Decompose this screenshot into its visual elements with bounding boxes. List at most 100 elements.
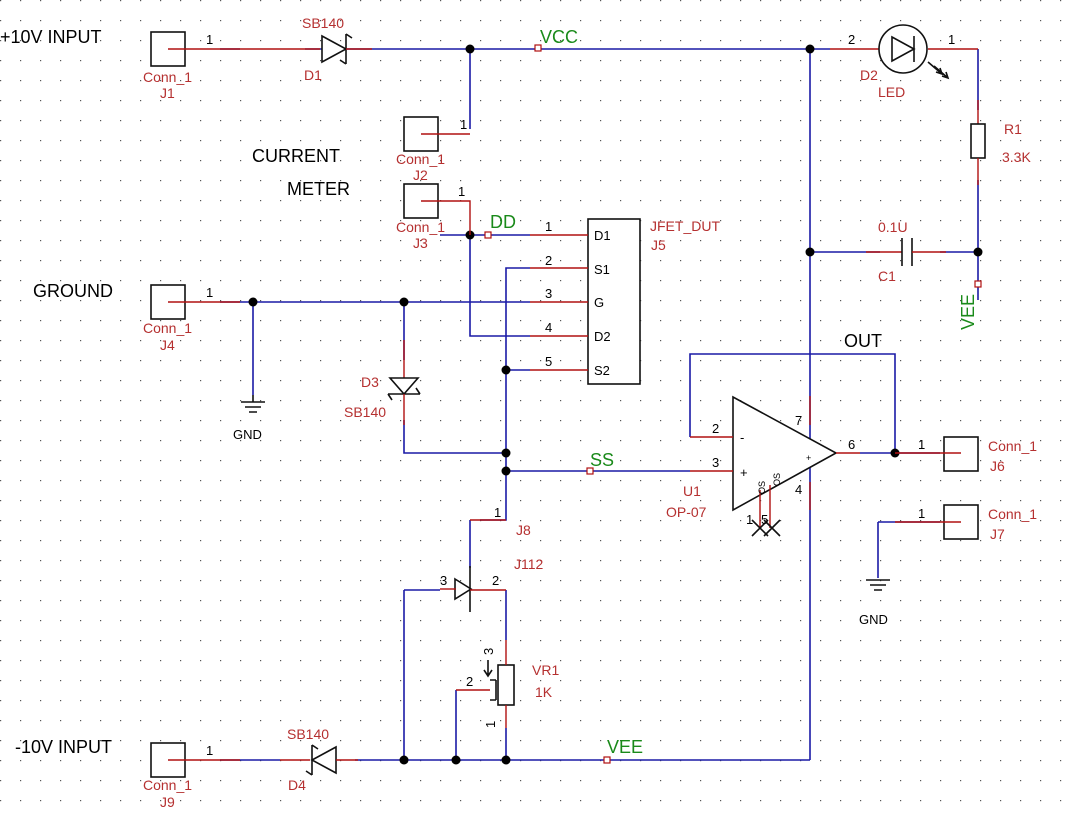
svg-text:J112: J112: [514, 556, 544, 572]
svg-text:1: 1: [494, 505, 501, 520]
svg-text:J6: J6: [990, 458, 1005, 474]
svg-text:3: 3: [440, 573, 447, 588]
label-out: OUT: [844, 331, 882, 351]
svg-text:JFET_DUT: JFET_DUT: [650, 218, 720, 234]
text-labels: +10V INPUT CURRENT METER GROUND OUT -10V…: [0, 27, 978, 757]
svg-text:Conn_1: Conn_1: [143, 69, 192, 85]
svg-text:Conn_1: Conn_1: [396, 219, 445, 235]
svg-text:J8: J8: [516, 522, 531, 538]
svg-text:D3: D3: [361, 374, 379, 390]
svg-text:2: 2: [848, 32, 855, 47]
diode-d3: D3 SB140: [344, 340, 421, 425]
svg-text:6: 6: [848, 437, 855, 452]
svg-text:Conn_1: Conn_1: [143, 320, 192, 336]
svg-text:4: 4: [795, 482, 802, 497]
svg-text:S1: S1: [594, 262, 610, 277]
svg-text:D1: D1: [304, 67, 322, 83]
svg-text:OP-07: OP-07: [666, 504, 707, 520]
jfet-j8: 1 2 3 J8 J112: [440, 505, 544, 612]
diode-d4: SB140 D4: [280, 726, 358, 793]
svg-text:S2: S2: [594, 363, 610, 378]
svg-text:2: 2: [712, 421, 719, 436]
connector-j9: 1 Conn_1 J9: [143, 742, 240, 810]
svg-text:GND: GND: [859, 612, 888, 627]
svg-text:1: 1: [746, 512, 753, 527]
jfet-dut-j5: 1 2 3 4 5 D1 S1 G D2 S2 JFET_DUT J5: [530, 218, 720, 385]
svg-text:2: 2: [466, 674, 473, 689]
connector-j4: 1 Conn_1 J4: [143, 284, 240, 353]
svg-text:2: 2: [545, 253, 552, 268]
capacitor-c1: 0.1U C1: [866, 219, 946, 284]
svg-text:J1: J1: [160, 85, 175, 101]
net-tags: [484, 44, 982, 764]
svg-text:1: 1: [206, 743, 213, 758]
svg-text:1: 1: [948, 32, 955, 47]
svg-text:D2: D2: [860, 67, 878, 83]
svg-text:OS: OS: [757, 481, 767, 494]
svg-text:2: 2: [492, 573, 499, 588]
resistor-r1: R1 3.3K: [970, 100, 1031, 185]
svg-text:1: 1: [206, 285, 213, 300]
label-plus10v: +10V INPUT: [0, 27, 102, 47]
svg-text:3: 3: [545, 286, 552, 301]
svg-text:1: 1: [918, 506, 925, 521]
connector-j1: 1 Conn_1 J1: [143, 31, 240, 101]
connector-j7: 1 Conn_1 J7: [895, 504, 1037, 542]
gnd-symbol-1: GND: [233, 395, 265, 442]
svg-text:Conn_1: Conn_1: [396, 151, 445, 167]
svg-text:1: 1: [545, 219, 552, 234]
connector-j2: 1 Conn_1 J2: [396, 116, 470, 183]
svg-text:GND: GND: [233, 427, 262, 442]
svg-text:U1: U1: [683, 483, 701, 499]
svg-text:Conn_1: Conn_1: [988, 438, 1037, 454]
net-vee-bottom: VEE: [607, 737, 643, 757]
svg-text:J7: J7: [990, 526, 1005, 542]
svg-text:Conn_1: Conn_1: [143, 777, 192, 793]
svg-text:1K: 1K: [535, 684, 553, 700]
svg-text:Conn_1: Conn_1: [988, 506, 1037, 522]
label-current: CURRENT: [252, 146, 340, 166]
svg-text:3: 3: [712, 455, 719, 470]
svg-text:1: 1: [206, 32, 213, 47]
svg-text:SB140: SB140: [287, 726, 329, 742]
svg-text:SB140: SB140: [344, 404, 386, 420]
svg-text:3: 3: [481, 648, 496, 655]
svg-text:D1: D1: [594, 228, 611, 243]
svg-text:J5: J5: [651, 237, 666, 253]
connector-j6: 1 Conn_1 J6: [895, 436, 1037, 474]
svg-text:-: -: [740, 430, 744, 445]
led-d2: 2 1 D2 LED: [830, 24, 978, 100]
svg-text:SB140: SB140: [302, 15, 344, 31]
svg-text:1: 1: [483, 721, 498, 728]
svg-text:1: 1: [918, 437, 925, 452]
svg-text:G: G: [594, 295, 604, 310]
svg-text:R1: R1: [1004, 121, 1022, 137]
potentiometer-vr1: 3 2 1 VR1 1K: [456, 640, 559, 728]
svg-text:OS: OS: [772, 473, 782, 486]
net-vcc: VCC: [540, 27, 578, 47]
svg-text:J2: J2: [413, 167, 428, 183]
svg-text:D2: D2: [594, 329, 611, 344]
label-meter: METER: [287, 179, 350, 199]
svg-text:4: 4: [545, 320, 552, 335]
svg-text:VR1: VR1: [532, 662, 559, 678]
svg-text:5: 5: [761, 512, 768, 527]
label-ground: GROUND: [33, 281, 113, 301]
svg-text:+: +: [806, 453, 811, 463]
svg-text:3.3K: 3.3K: [1002, 149, 1031, 165]
net-ss: SS: [590, 450, 614, 470]
svg-text:LED: LED: [878, 84, 905, 100]
connector-j3: 1 Conn_1 J3: [396, 183, 471, 251]
diode-d1: SB140 D1: [240, 15, 372, 83]
svg-text:C1: C1: [878, 268, 896, 284]
svg-text:1: 1: [460, 117, 467, 132]
svg-text:J9: J9: [160, 794, 175, 810]
svg-text:J4: J4: [160, 337, 175, 353]
wires: [220, 48, 979, 761]
opamp-u1: - + 2 3 6 7 4 1 5 + OS OS U1 OP-07: [666, 395, 860, 537]
label-minus10v: -10V INPUT: [15, 737, 112, 757]
svg-text:7: 7: [795, 413, 802, 428]
svg-text:1: 1: [458, 184, 465, 199]
